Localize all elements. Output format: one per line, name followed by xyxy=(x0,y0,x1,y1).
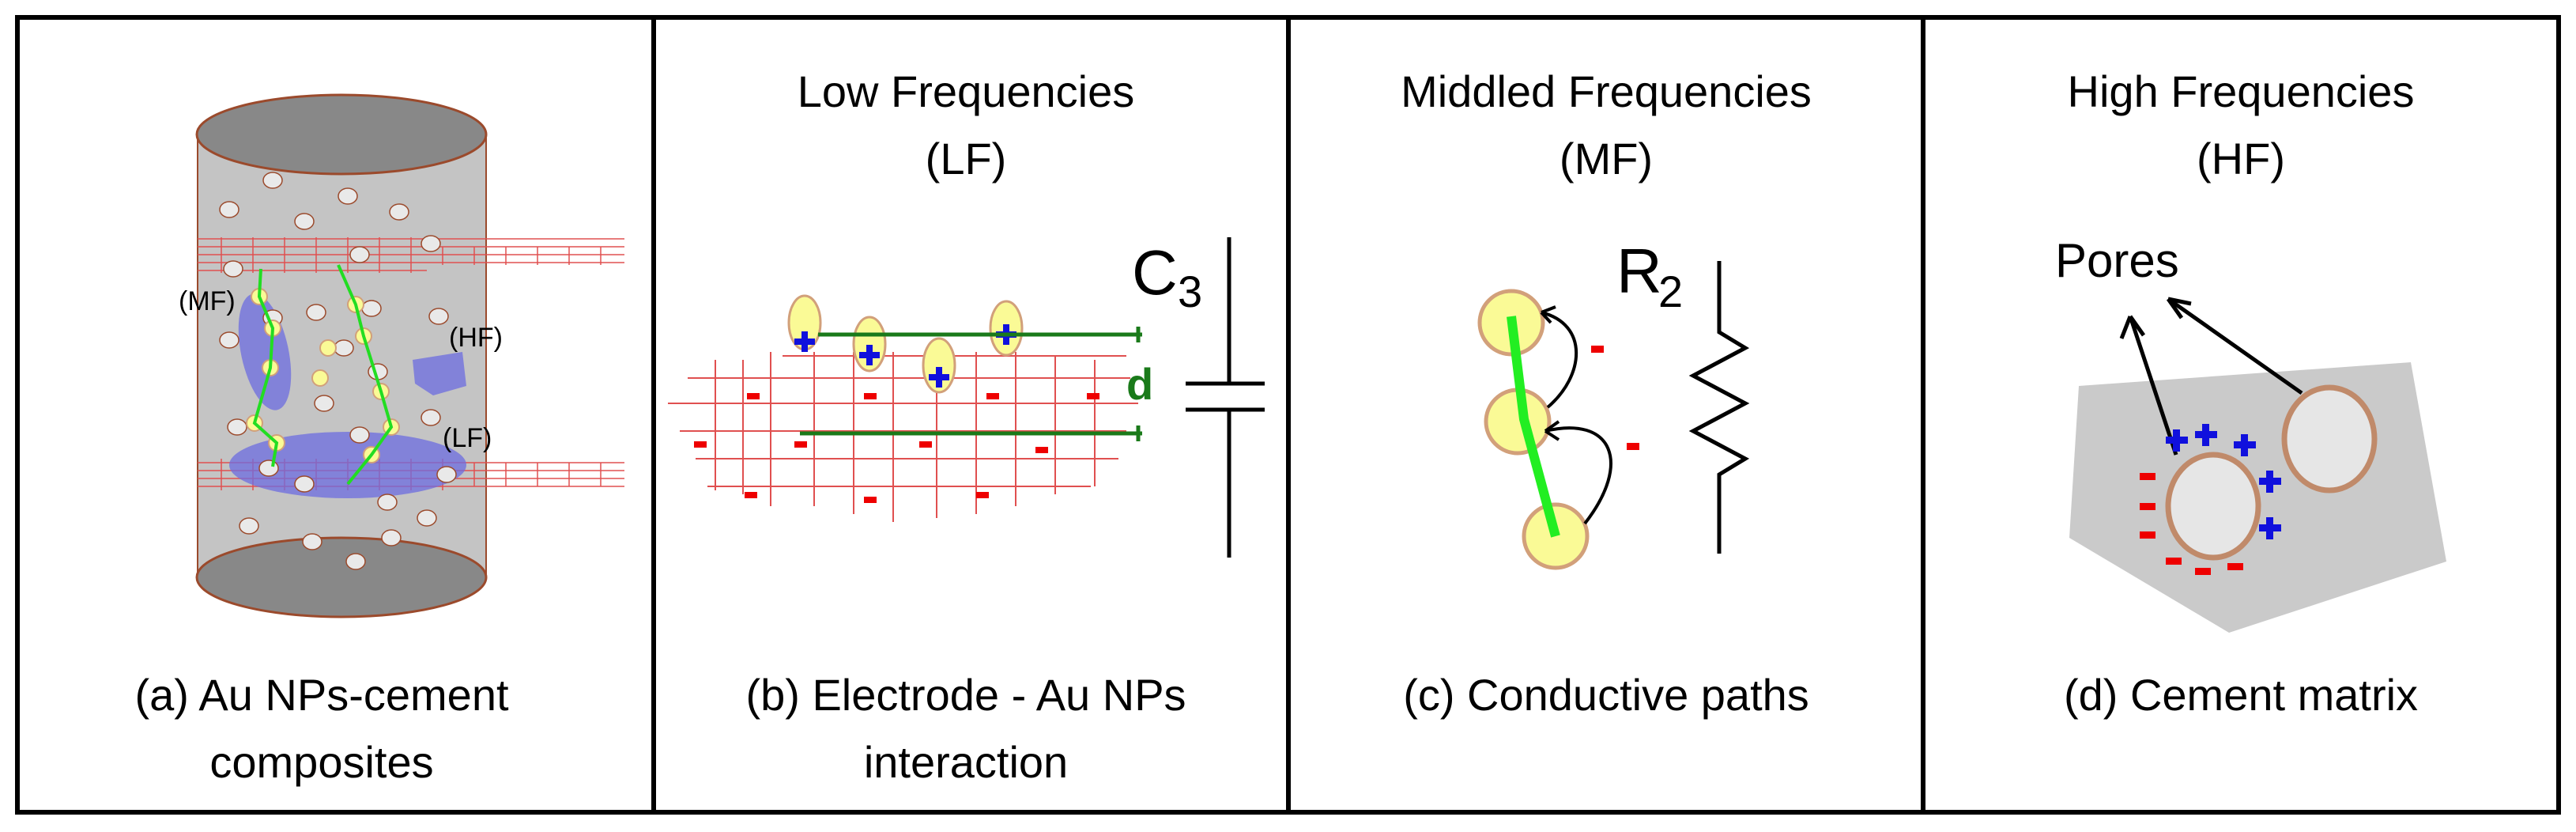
panel-d: High Frequencies (HF) Pores (d) Cement xyxy=(2055,66,2446,720)
hop-arrow-lower xyxy=(1544,426,1612,525)
title-d-line2: (HF) xyxy=(2197,134,2285,183)
caption-b-line1: (b) Electrode - Au NPs xyxy=(745,670,1186,720)
panel-a: (MF) (HF) (LF) (a) Au NPs-cement composi… xyxy=(134,93,624,787)
title-c-line2: (MF) xyxy=(1560,134,1653,183)
electrode-grid xyxy=(668,352,1138,522)
panel-c: Middled Frequencies (MF) R 2 (c) Conduct… xyxy=(1401,66,1812,720)
conductive-path-left xyxy=(252,268,279,467)
pore-large xyxy=(2281,384,2378,494)
symbol-r-sub: 2 xyxy=(1658,267,1683,316)
panel-b: Low Frequencies (LF) xyxy=(668,66,1265,787)
electron-charges xyxy=(1591,346,1639,450)
caption-a-line2: composites xyxy=(209,737,433,787)
caption-c-line1: (c) Conductive paths xyxy=(1403,670,1809,720)
pores-label: Pores xyxy=(2055,234,2179,287)
caption-a-line1: (a) Au NPs-cement xyxy=(134,670,508,720)
label-lf: (LF) xyxy=(443,423,492,453)
hop-arrow-upper xyxy=(1541,311,1578,409)
symbol-r: R xyxy=(1616,236,1662,306)
lf-region xyxy=(229,432,466,498)
conductive-path xyxy=(1507,316,1560,538)
title-c-line1: Middled Frequencies xyxy=(1401,66,1812,116)
pore-positive-charges xyxy=(2166,424,2281,539)
caption-d-line1: (d) Cement matrix xyxy=(2064,670,2418,720)
caption-b-line2: interaction xyxy=(864,737,1068,787)
hf-region xyxy=(413,352,466,395)
symbol-c-sub: 3 xyxy=(1178,267,1202,316)
resistor-symbol xyxy=(1688,261,1750,554)
negative-charges xyxy=(694,393,1099,503)
capacitor-plates xyxy=(800,327,1142,441)
conductive-path-right xyxy=(337,264,394,486)
capacitor-symbol xyxy=(1186,237,1265,558)
title-b-line1: Low Frequencies xyxy=(798,66,1134,116)
title-d-line1: High Frequencies xyxy=(2068,66,2415,116)
pore-negative-charges xyxy=(2140,473,2243,575)
symbol-c: C xyxy=(1132,237,1178,308)
cylinder-bottom-cap xyxy=(195,536,488,618)
title-b-line2: (LF) xyxy=(926,134,1007,183)
label-hf: (HF) xyxy=(449,323,503,353)
gap-label-d: d xyxy=(1126,359,1153,409)
pore-arrows xyxy=(2119,297,2303,456)
cylinder-top-cap xyxy=(195,93,488,176)
pore-charged xyxy=(2165,452,2261,561)
label-mf: (MF) xyxy=(179,286,236,316)
